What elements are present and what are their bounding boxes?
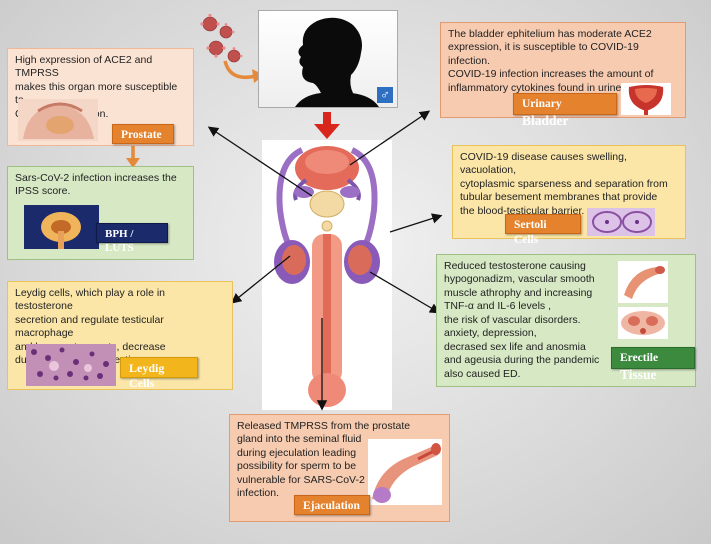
prostate-illustration <box>18 99 98 141</box>
bladder-illustration <box>621 83 671 115</box>
anatomy-panel <box>262 140 392 410</box>
erectile-box: Reduced testosterone causing hypogonadiz… <box>436 254 696 387</box>
sertoli-text: COVID-19 disease causes swelling, vacuol… <box>460 151 668 217</box>
sertoli-box: COVID-19 disease causes swelling, vacuol… <box>452 145 686 246</box>
bladder-label-prefix: Urinary <box>522 98 562 110</box>
person-silhouette-panel: ♂ <box>258 10 398 108</box>
leydig-box: Leydig cells, which play a role in testo… <box>7 281 233 390</box>
arrow-to-sertoli <box>389 213 443 233</box>
person-silhouette-icon <box>295 17 379 107</box>
leydig-label: Leydig Cells <box>120 357 198 390</box>
bladder-text: The bladder ephitelium has moderate ACE2… <box>448 28 654 94</box>
prostate-label: Prostate <box>112 124 174 144</box>
male-symbol-icon: ♂ <box>377 87 393 103</box>
sertoli-label: Sertoli Cells <box>505 214 581 246</box>
ejaculation-box: Released TMPRSS from the prostate gland … <box>229 414 450 522</box>
arrow-to-leydig <box>230 255 291 304</box>
bladder-label-main: Bladder <box>522 112 569 128</box>
erectile-label-prefix: Erectile <box>620 352 659 364</box>
ejaculation-label: Ejaculation <box>294 495 370 515</box>
prostate-box: High expression of ACE2 and TMPRSS makes… <box>7 48 194 146</box>
male-reproductive-anatomy-illustration <box>274 146 380 407</box>
bph-illustration <box>24 205 99 249</box>
leydig-histology-image <box>26 344 116 386</box>
arrow-to-bladder <box>349 110 431 166</box>
bladder-label: Urinary Bladder <box>513 93 617 128</box>
bph-label: BPH / LUTS <box>96 223 168 254</box>
bph-box: Sars-CoV-2 infection increases the IPSS … <box>7 166 194 260</box>
erectile-illustration-bottom <box>618 307 668 339</box>
erectile-label-main: Tissue <box>620 366 657 382</box>
erectile-label: Erectile Tissue <box>611 347 695 382</box>
down-red-arrow <box>314 112 340 139</box>
bladder-box: The bladder ephitelium has moderate ACE2… <box>440 22 686 128</box>
bph-text: Sars-CoV-2 infection increases the IPSS … <box>15 172 177 198</box>
ejaculation-text: Released TMPRSS from the prostate gland … <box>237 420 411 500</box>
erectile-illustration-top <box>618 261 668 303</box>
erectile-text: Reduced testosterone causing hypogonadiz… <box>444 260 600 380</box>
sertoli-histology-image <box>587 208 655 236</box>
arrow-to-erectile <box>369 271 441 314</box>
arrow-to-prostate <box>207 126 313 197</box>
virus-icon <box>200 13 243 63</box>
ejaculation-illustration <box>368 439 442 505</box>
